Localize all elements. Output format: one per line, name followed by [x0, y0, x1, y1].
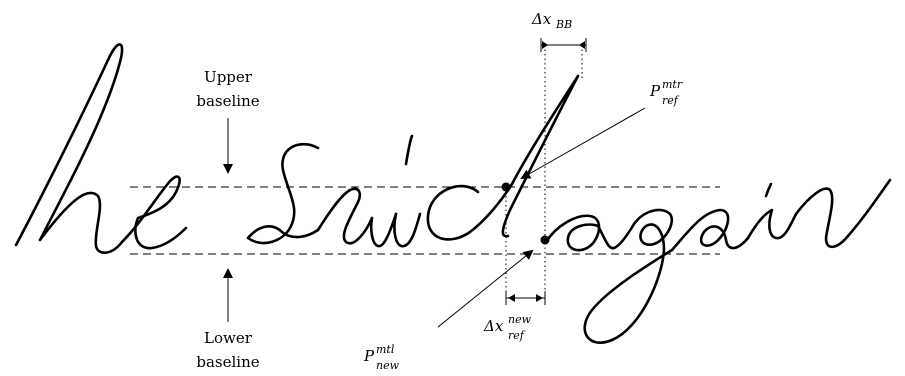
- handwriting-word-said: [246, 74, 580, 248]
- delta-new-ref-label: Δx new ref: [483, 313, 532, 342]
- p-mtl-new-label: P mtl new: [363, 343, 400, 372]
- handwriting-word-he: [14, 43, 188, 254]
- handwriting-word-again: [544, 178, 892, 344]
- delta-new-base: Δx: [483, 317, 504, 335]
- delta-new-subscript: ref: [508, 329, 526, 342]
- p-mtl-base: P: [363, 347, 375, 365]
- p-mtl-subscript: new: [376, 359, 400, 372]
- p-mtl-pointer: [437, 249, 534, 328]
- lower-baseline-label-line1: Lower: [204, 329, 253, 347]
- p-mtl-superscript: mtl: [376, 343, 395, 356]
- i-dot: [404, 134, 414, 166]
- delta-bb-base: Δx: [531, 10, 552, 28]
- p-mtr-pointer: [520, 107, 646, 179]
- delta-bb-label: Δx BB: [531, 10, 572, 31]
- p-mtr-superscript: mtr: [662, 78, 683, 91]
- delta-new-superscript: new: [508, 313, 532, 326]
- delta-new-ref-bracket: [505, 291, 546, 305]
- i-dot-again: [764, 182, 773, 198]
- upper-baseline-label-line1: Upper: [204, 68, 253, 86]
- p-mtr-ref-label: P mtr ref: [649, 78, 683, 107]
- delta-bb-subscript: BB: [555, 18, 572, 31]
- p-mtr-ref-point: [501, 182, 511, 192]
- delta-bb-bracket: [540, 38, 587, 52]
- upper-baseline-label-line2: baseline: [196, 92, 259, 110]
- p-mtr-base: P: [649, 82, 661, 100]
- p-mtr-subscript: ref: [662, 94, 680, 107]
- lower-baseline-label-line2: baseline: [196, 353, 259, 371]
- p-mtl-new-point: [540, 235, 550, 245]
